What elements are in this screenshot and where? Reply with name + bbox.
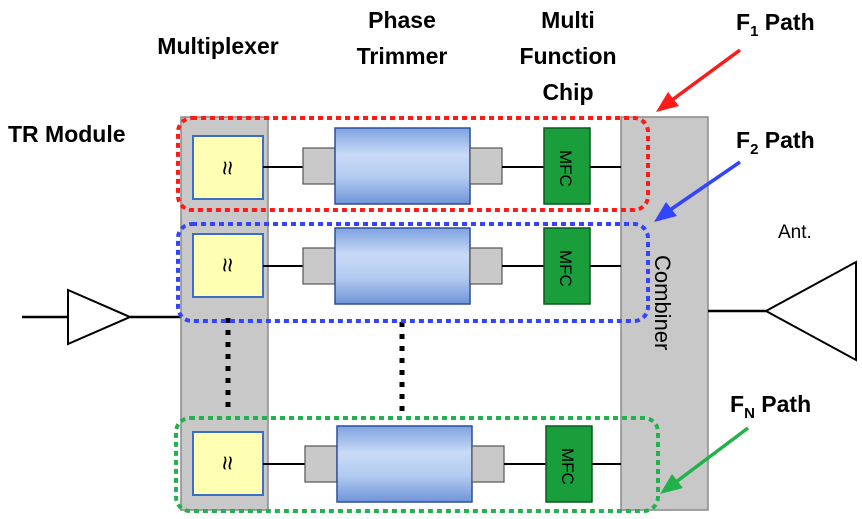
row1-connector-right — [469, 147, 503, 185]
phase-trimmer-1 — [334, 127, 471, 205]
fn-arrow-shaft — [674, 426, 750, 484]
mfc-chip-n-label: MFC — [558, 448, 577, 485]
f2-path-subscript: 2 — [750, 141, 758, 158]
filter-icon-n: ≈ — [213, 456, 243, 470]
f1-path-outline — [176, 116, 650, 212]
row1-connector-left — [302, 147, 336, 185]
f2-path-label: F2 Path — [736, 127, 815, 158]
antenna-label: Ant. — [778, 222, 812, 243]
combiner-label: Combiner — [650, 255, 675, 350]
filter-box-2 — [192, 233, 264, 298]
mfc-chip-2 — [543, 227, 591, 305]
f1-arrow-shaft — [670, 48, 742, 102]
filter-icon-1: ≈ — [213, 161, 243, 175]
row2-connector-right — [469, 247, 503, 285]
f1-path-subscript: 1 — [750, 23, 758, 40]
phase-trimmer-n — [336, 425, 473, 503]
rown-connector-right — [471, 445, 505, 483]
antenna-icon — [763, 260, 857, 362]
f1-path-letter: F — [736, 9, 750, 35]
filter-box-1 — [192, 135, 264, 200]
fn-arrow-head — [660, 474, 683, 494]
fn-path-label: FN Path — [730, 391, 811, 422]
f2-path-letter: F — [736, 127, 750, 153]
f2-path-outline — [176, 222, 650, 323]
rown-connector-left — [304, 445, 338, 483]
input-amplifier-icon — [67, 288, 133, 346]
f1-path-suffix: Path — [758, 9, 814, 35]
mfc-header-line3: Chip — [542, 79, 593, 105]
phase-trimmer-2 — [334, 227, 471, 305]
f2-path-suffix: Path — [758, 127, 814, 153]
fn-path-subscript: N — [744, 405, 755, 422]
f1-path-label: F1 Path — [736, 9, 815, 40]
f2-arrow-head — [654, 202, 677, 222]
f2-arrow-shaft — [669, 160, 741, 212]
filter-icon-2: ≈ — [213, 258, 243, 272]
fn-path-suffix: Path — [755, 391, 811, 417]
filter-box-n — [192, 431, 264, 496]
phase-trimmer-header-line2: Trimmer — [357, 43, 448, 69]
combiner-panel — [620, 116, 709, 511]
fn-path-letter: F — [730, 391, 744, 417]
row2-connector-left — [302, 247, 336, 285]
multiplexer-header: Multiplexer — [157, 33, 278, 59]
tr-module-label: TR Module — [8, 121, 126, 147]
fn-path-outline — [174, 416, 660, 513]
phase-trimmer-header-line1: Phase — [368, 7, 436, 33]
mfc-header-line2: Function — [519, 43, 616, 69]
mfc-chip-1-label: MFC — [556, 150, 575, 187]
f1-arrow-head — [656, 92, 679, 112]
mfc-header-line1: Multi — [541, 7, 595, 33]
mfc-chip-2-label: MFC — [556, 250, 575, 287]
